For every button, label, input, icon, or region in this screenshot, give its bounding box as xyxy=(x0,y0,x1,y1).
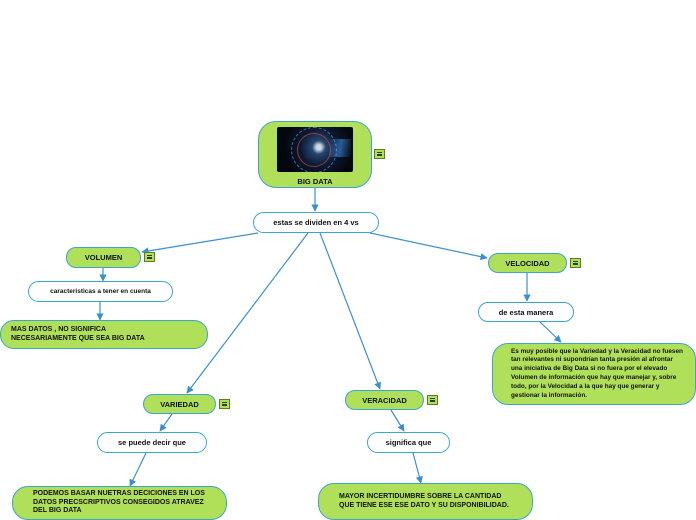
connector-volumen[interactable]: caracteristicas a tener en cuenta xyxy=(28,281,173,302)
connector-veracidad[interactable]: significa que xyxy=(367,432,450,453)
link-connector-to-volumen xyxy=(141,232,259,255)
big-data-network-image xyxy=(277,127,353,172)
connector-velocidad[interactable]: de esta manera xyxy=(478,302,574,322)
detail-velocidad-text: Es muy posible que la Variedad y la Vera… xyxy=(511,347,683,399)
detail-velocidad[interactable]: Es muy posible que la Variedad y la Vera… xyxy=(492,343,696,405)
link-connector-to-velocidad xyxy=(369,232,488,261)
detail-volumen[interactable]: MAS DATOS , NO SIGNIFICA NECESARIAMENTE … xyxy=(0,320,208,349)
connector-velocidad-label: de esta manera xyxy=(498,307,554,317)
note-icon[interactable] xyxy=(374,149,385,159)
connector-variedad-label: se puede decir que xyxy=(118,438,186,447)
link-connector-to-variedad xyxy=(186,232,309,394)
connector-volumen-label: caracteristicas a tener en cuenta xyxy=(50,287,151,295)
topic-velocidad[interactable]: VELOCIDAD xyxy=(488,253,567,273)
detail-veracidad[interactable]: MAYOR INCERTIDUMBRE SOBRE LA CANTIDAD QU… xyxy=(318,483,533,520)
note-icon[interactable] xyxy=(570,258,581,268)
central-topic-big-data[interactable]: BIG DATA xyxy=(258,121,372,188)
note-icon[interactable] xyxy=(427,395,438,405)
note-icon[interactable] xyxy=(144,252,155,262)
connector-veracidad-label: significa que xyxy=(385,438,432,447)
topic-veracidad[interactable]: VERACIDAD xyxy=(345,390,424,410)
link-veracidad-connector-to-detail xyxy=(412,452,423,484)
detail-veracidad-text: MAYOR INCERTIDUMBRE SOBRE LA CANTIDAD QU… xyxy=(339,493,509,509)
note-icon[interactable] xyxy=(219,399,230,409)
detail-volumen-text: MAS DATOS , NO SIGNIFICA NECESARIAMENTE … xyxy=(11,326,145,342)
detail-variedad[interactable]: PODEMOS BASAR NUETRAS DECICIONES EN LOS … xyxy=(12,486,227,520)
link-velocidad-connector-to-detail xyxy=(539,321,562,343)
link-variedad-to-connector xyxy=(159,413,173,432)
topic-variedad-label: VARIEDAD xyxy=(160,399,199,409)
link-connector-to-veracidad xyxy=(319,232,382,390)
topic-variedad[interactable]: VARIEDAD xyxy=(143,394,216,414)
central-topic-title: BIG DATA xyxy=(297,177,333,186)
topic-volumen-label: VOLUMEN xyxy=(84,253,123,262)
connector-main[interactable]: estas se dividen en 4 vs xyxy=(253,212,379,233)
topic-veracidad-label: VERACIDAD xyxy=(362,395,407,405)
detail-variedad-text: PODEMOS BASAR NUETRAS DECICIONES EN LOS … xyxy=(33,490,205,515)
link-variedad-connector-to-detail xyxy=(129,452,147,487)
link-veracidad-to-connector xyxy=(390,409,405,432)
topic-volumen[interactable]: VOLUMEN xyxy=(66,247,141,268)
topic-velocidad-label: VELOCIDAD xyxy=(505,258,550,268)
connector-main-label: estas se dividen en 4 vs xyxy=(273,218,359,227)
connector-variedad[interactable]: se puede decir que xyxy=(97,432,207,453)
